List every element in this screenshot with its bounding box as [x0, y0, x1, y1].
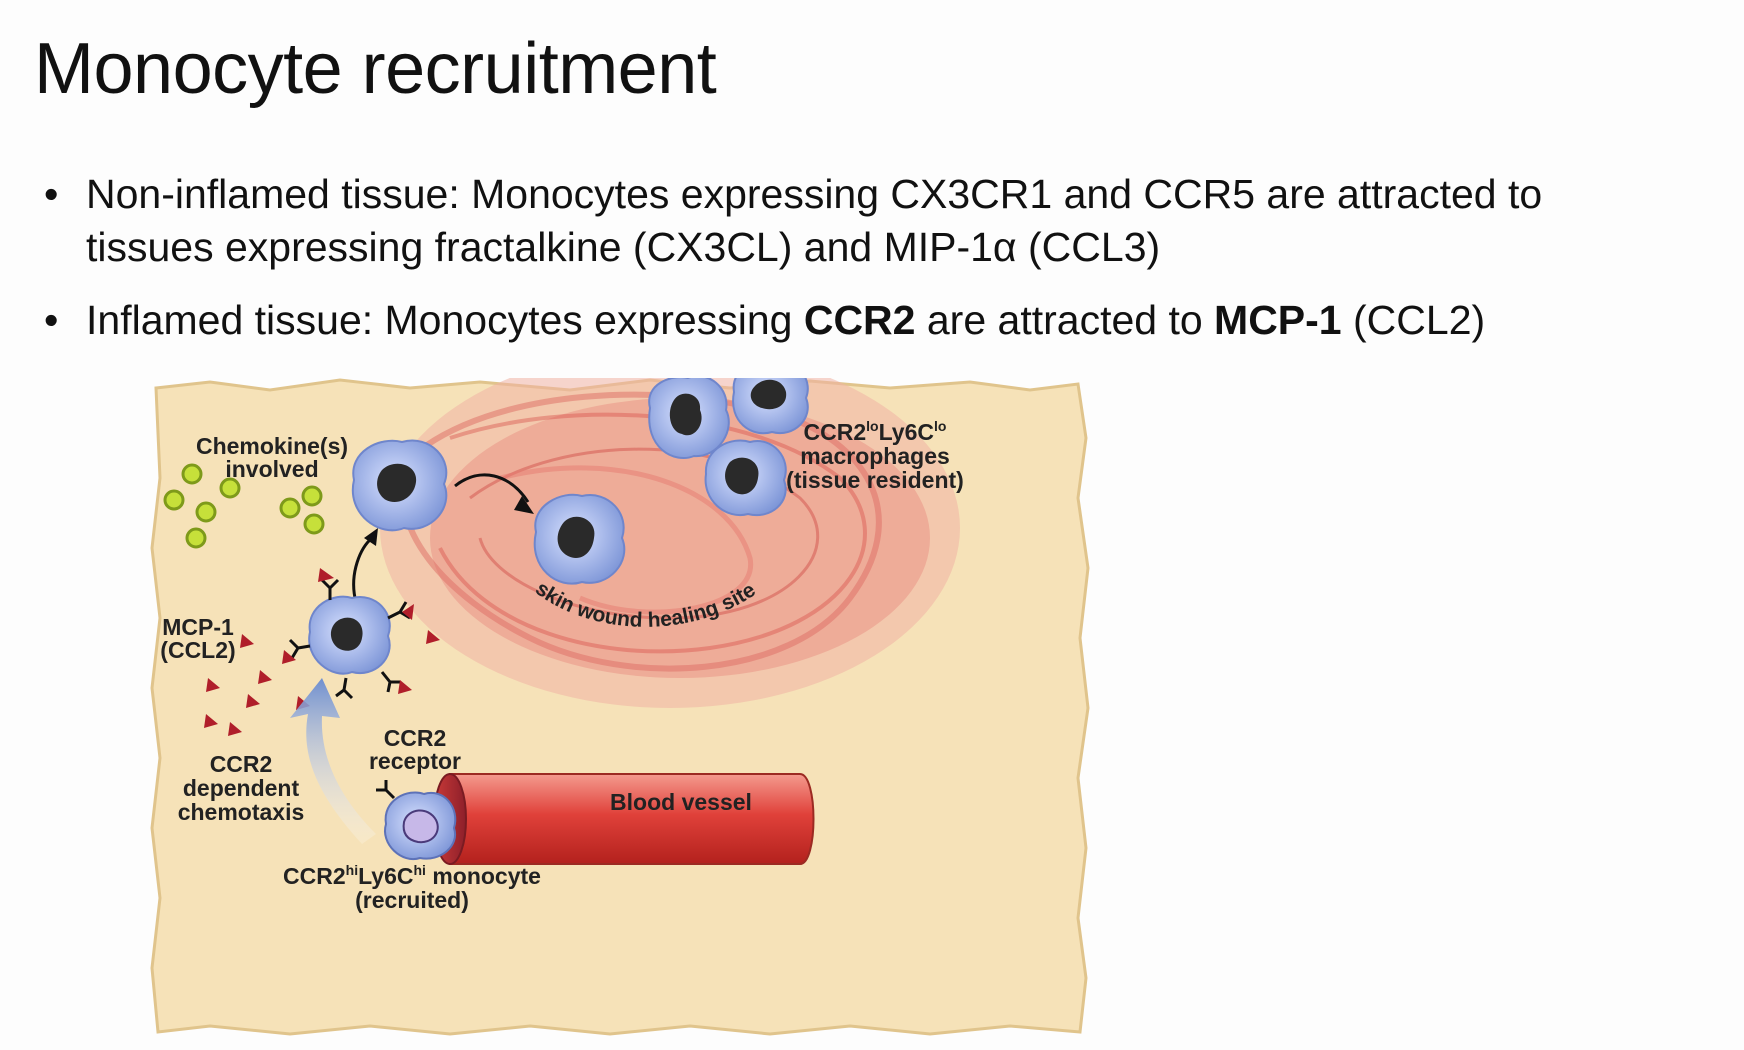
migration-arrow: [454, 473, 530, 503]
upward-arrow: [352, 536, 374, 599]
bullet-line-1: Non-inflamed tissue: Monocytes expressin…: [86, 171, 1543, 217]
bullet-text-mid: are attracted to: [915, 297, 1215, 343]
tissue-macrophage: [732, 378, 809, 435]
bullet-dot: •: [44, 171, 59, 217]
label-ccr2-chemotaxis-1: CCR2: [210, 751, 273, 777]
label-blood-vessel: Blood vessel: [610, 789, 752, 815]
bullet-text-post: (CCL2): [1341, 297, 1486, 343]
label-macro-sup1: lo: [866, 418, 878, 434]
tissue-macrophage: [648, 378, 730, 459]
blood-vessel: [433, 773, 815, 865]
mcp1-triangles: [204, 568, 440, 736]
recruited-receptor: [376, 780, 396, 800]
upward-arrowhead: [364, 528, 378, 546]
label-mcp1-1: MCP-1: [162, 614, 234, 640]
label-macro-pre: CCR2: [804, 419, 867, 445]
label-monocyte-2: (recruited): [355, 887, 469, 913]
label-macro-sup2: lo: [934, 418, 946, 434]
label-chemokines-1: Chemokine(s): [196, 433, 348, 459]
label-macrophages-3: (tissue resident): [786, 467, 964, 493]
label-receptor-1: CCR2: [384, 725, 447, 751]
bullet-line-2: tissues expressing fractalkine (CX3CL) a…: [86, 224, 1161, 270]
label-chemokines-2: involved: [225, 456, 318, 482]
label-macro-mid: Ly6C: [879, 419, 934, 445]
label-monocyte-mid: Ly6C: [358, 863, 413, 889]
tissue-macrophage: [704, 439, 787, 517]
diagram-svg: Chemokine(s) involved MCP-1 (CCL2) CCR2 …: [150, 378, 1090, 1036]
label-ccr2-chemotaxis-3: chemotaxis: [178, 799, 305, 825]
bullet-text-pre: Inflamed tissue: Monocytes expressing: [86, 297, 804, 343]
label-monocyte-post: monocyte: [426, 863, 541, 889]
slide-title: Monocyte recruitment: [34, 29, 717, 109]
bullet-non-inflamed: • Non-inflamed tissue: Monocytes express…: [44, 168, 1744, 274]
ccr2-monocyte: [308, 595, 391, 675]
bullet-dot: •: [44, 297, 59, 343]
chemotaxis-arrow: [290, 678, 376, 844]
label-mcp1-2: (CCL2): [160, 637, 235, 663]
wound-monocyte: [533, 493, 626, 585]
bullet-bold-mcp1: MCP-1: [1214, 297, 1342, 343]
label-monocyte-pre: CCR2: [283, 863, 346, 889]
label-monocyte-sup1: hi: [346, 862, 358, 878]
label-monocyte: CCR2hiLy6Chi monocyte: [283, 862, 541, 889]
wound-site: [380, 378, 960, 708]
recruitment-diagram: Chemokine(s) involved MCP-1 (CCL2) CCR2 …: [150, 378, 1090, 1038]
migration-arrowhead: [514, 496, 534, 514]
recruited-monocyte: [384, 791, 457, 861]
label-macrophages: CCR2loLy6Clo: [804, 418, 947, 445]
label-macrophages-2: macrophages: [800, 443, 950, 469]
chemokine-dots: [163, 463, 325, 549]
bullet-inflamed: • Inflamed tissue: Monocytes expressing …: [44, 294, 1744, 347]
bullet-list: • Non-inflamed tissue: Monocytes express…: [44, 168, 1744, 367]
label-monocyte-sup2: hi: [413, 862, 425, 878]
bullet-bold-ccr2: CCR2: [803, 297, 916, 343]
activated-monocyte: [351, 439, 448, 532]
label-receptor-2: receptor: [369, 748, 461, 774]
label-ccr2-chemotaxis-2: dependent: [183, 775, 300, 801]
ccr2-receptors: [288, 578, 411, 700]
